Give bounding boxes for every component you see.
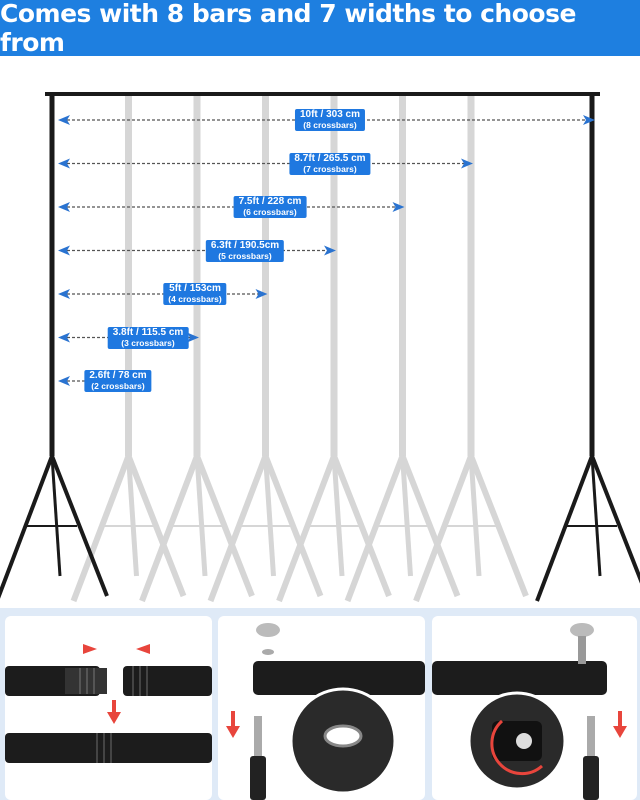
left-stand-leg [50, 455, 109, 597]
panel-wing-nut-screw [432, 616, 637, 800]
crossbar [432, 661, 607, 695]
right-stand-leg [535, 455, 594, 602]
width-label: 5ft / 153cm(4 crossbars) [163, 283, 227, 305]
width-label: 6.3ft / 190.5cm(5 crossbars) [205, 239, 285, 262]
wing-nut-icon [256, 623, 280, 637]
width-label: 10ft / 303 cm(8 crossbars) [294, 109, 366, 131]
ghost-stand-leg [331, 455, 345, 577]
red-arrow-right-icon [83, 644, 97, 654]
crossbar-right [123, 666, 212, 696]
width-crossbars: (3 crossbars) [121, 337, 175, 348]
backdrop-stand-illustration: 10ft / 303 cm(8 crossbars) 8.7ft / 265.5 … [0, 56, 640, 606]
arrow-left-icon [58, 332, 70, 343]
screw-pole [250, 756, 266, 800]
width-label: 8.7ft / 265.5 cm(7 crossbars) [289, 152, 371, 175]
width-size: 5ft / 153cm [169, 283, 221, 294]
panel-crossbar-connection [5, 616, 212, 800]
ghost-stand-leg [262, 454, 324, 598]
arrow-left-icon [58, 376, 70, 386]
width-label: 2.6ft / 78 cm(2 crossbars) [84, 370, 152, 392]
ghost-stand-leg [126, 455, 139, 577]
left-stand-leg [0, 455, 54, 599]
ghost-stand-leg [399, 454, 461, 598]
arrow-left-icon [58, 115, 70, 125]
arrow-left-icon [58, 202, 70, 212]
left-stand-leg [50, 455, 62, 577]
arrow-right-icon [461, 158, 473, 169]
panel-wing-nut-hole [218, 616, 425, 800]
detail-panels [0, 608, 640, 800]
ghost-stand-leg [468, 454, 529, 598]
ghost-stand-leg [468, 455, 482, 577]
ghost-stand-leg [276, 454, 337, 603]
width-size: 3.8ft / 115.5 cm [112, 326, 184, 338]
ghost-stand-leg [331, 454, 392, 598]
width-crossbars: (6 crossbars) [243, 207, 297, 217]
width-label: 3.8ft / 115.5 cm(3 crossbars) [107, 326, 189, 349]
arrow-left-icon [58, 289, 70, 299]
stand-drawing [0, 92, 640, 603]
ghost-stand-leg [125, 454, 187, 598]
red-arrow-left-icon [136, 644, 150, 654]
width-crossbars: (5 crossbars) [218, 250, 272, 261]
rotate-arrow-icon [490, 719, 543, 776]
ghost-stand-leg [344, 454, 406, 603]
banner-title: Comes with 8 bars and 7 widths to choose… [0, 0, 640, 57]
wing-nut-icon [570, 623, 594, 637]
right-stand-leg [590, 455, 602, 577]
width-crossbars: (8 crossbars) [303, 120, 357, 130]
ghost-stand-leg [194, 455, 208, 577]
ghost-stand-leg [194, 454, 255, 598]
arrow-right-icon [255, 289, 268, 299]
width-size: 7.5ft / 228 cm [238, 196, 302, 207]
width-size: 6.3ft / 190.5cm [210, 239, 280, 251]
width-size: 8.7ft / 265.5 cm [294, 152, 366, 164]
crossbar-joined [5, 733, 212, 763]
width-crossbars: (4 crossbars) [168, 294, 222, 304]
arrow-right-icon [583, 115, 595, 125]
width-crossbars: (2 crossbars) [91, 381, 145, 391]
ghost-stand-leg [400, 455, 413, 577]
width-label: 7.5ft / 228 cm(6 crossbars) [233, 196, 307, 218]
ghost-stand-leg [70, 454, 132, 603]
red-arrow-down-icon [613, 726, 627, 738]
arrow-right-icon [392, 202, 405, 212]
arrow-right-icon [187, 332, 199, 343]
ghost-stand-leg [207, 454, 269, 603]
width-size: 10ft / 303 cm [299, 109, 361, 120]
red-arrow-down-icon [107, 712, 121, 724]
crossbar [253, 661, 425, 695]
red-arrow-down-icon [226, 726, 240, 738]
arrow-right-icon [324, 245, 336, 256]
ghost-stand-leg [413, 454, 474, 603]
right-stand-leg [590, 455, 640, 584]
ghost-stand-leg [263, 455, 276, 577]
width-crossbars: (7 crossbars) [303, 163, 357, 174]
ghost-stand-leg [139, 454, 200, 603]
screw-pole [583, 756, 599, 800]
arrow-left-icon [58, 158, 70, 169]
width-size: 2.6ft / 78 cm [89, 370, 147, 381]
arrow-left-icon [58, 245, 70, 256]
